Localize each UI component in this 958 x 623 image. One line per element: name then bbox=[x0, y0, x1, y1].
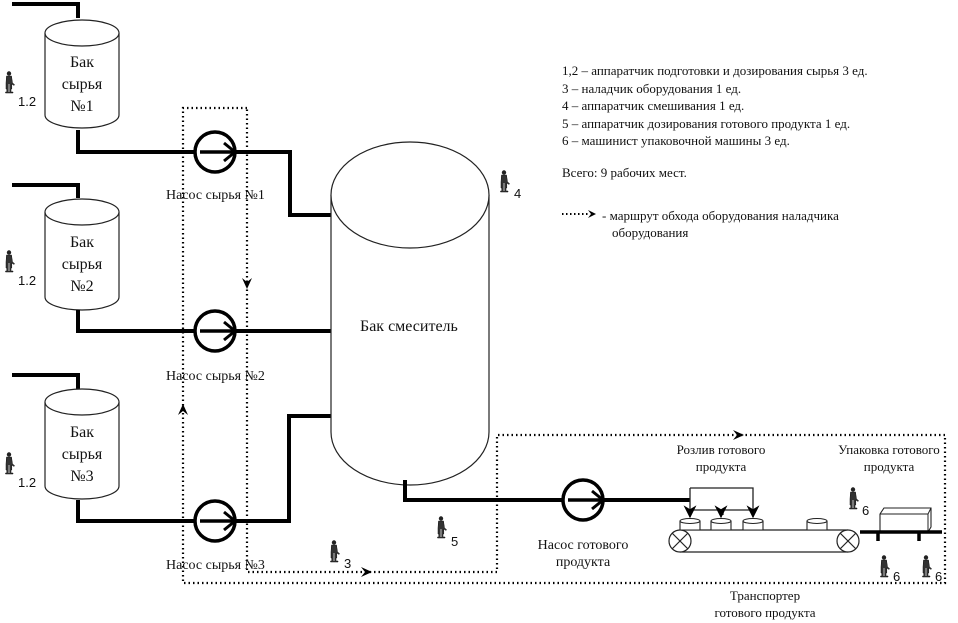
raw-tank-3-label: Бак сырья №3 bbox=[61, 424, 103, 485]
worker-icon-5 bbox=[437, 515, 447, 539]
pump-raw-2-label: Насос сырья №2 bbox=[166, 369, 265, 384]
product-containers bbox=[679, 517, 828, 531]
worker-icon-6c bbox=[922, 554, 932, 578]
worker-number-5: 5 bbox=[451, 534, 459, 549]
worker-icon-4 bbox=[500, 169, 510, 193]
route-legend-text: - маршрут обхода оборудования наладчика bbox=[602, 208, 839, 223]
worker-icon-6b bbox=[880, 554, 890, 578]
pump-raw-3-label: Насос сырья №3 bbox=[166, 558, 265, 573]
worker-number-1-2-a: 1.2 bbox=[18, 94, 37, 109]
worker-icon-3 bbox=[330, 539, 340, 563]
worker-icon-1-2-tank3 bbox=[5, 451, 15, 475]
worker-number-4: 4 bbox=[514, 186, 522, 201]
pump-raw-3 bbox=[193, 499, 238, 543]
worker-number-6c: 6 bbox=[935, 569, 943, 584]
legend-item: 5 – аппаратчик дозирования готового прод… bbox=[562, 115, 851, 131]
packing-label: Упаковка готового продукта bbox=[838, 442, 940, 474]
conveyor-label: Транспортер готового продукта bbox=[714, 588, 816, 620]
worker-number-1-2-c: 1.2 bbox=[18, 475, 37, 490]
raw-tank-1 bbox=[44, 19, 120, 129]
worker-number-3: 3 bbox=[344, 556, 352, 571]
raw-tank-2 bbox=[44, 198, 120, 311]
raw-tank-2-label: Бак сырья №2 bbox=[61, 234, 103, 295]
product-pipe bbox=[403, 480, 690, 502]
legend-total: Всего: 9 рабочих мест. bbox=[562, 164, 687, 180]
route-arrow-right-bottom bbox=[361, 567, 372, 577]
conveyor-roller-left bbox=[668, 529, 692, 553]
legend-item: 6 – машинист упаковочной машины 3 ед. bbox=[562, 133, 790, 148]
filling-manifold bbox=[683, 487, 760, 519]
pump-raw-1-label: Насос сырья №1 bbox=[166, 188, 265, 203]
inlet-pipes bbox=[12, 2, 80, 389]
pump-raw-1 bbox=[193, 130, 238, 174]
packing-machine bbox=[860, 507, 942, 541]
worker-number-6b: 6 bbox=[893, 569, 901, 584]
worker-icon-6a bbox=[849, 486, 859, 510]
filling-label: Розлив готового продукта bbox=[676, 442, 766, 474]
legend-item: 4 – аппаратчик смешивания 1 ед. bbox=[562, 98, 745, 113]
conveyor bbox=[668, 529, 860, 553]
operator-route bbox=[181, 106, 947, 585]
conveyor-roller-right bbox=[836, 529, 860, 553]
route-arrow-right-top bbox=[733, 430, 744, 440]
worker-number-6a: 6 bbox=[862, 503, 870, 518]
pump-product bbox=[561, 478, 606, 522]
pump-product-label: Насос готового продукта bbox=[537, 538, 629, 570]
legend: 1,2 – аппаратчик подготовки и дозировани… bbox=[562, 62, 868, 181]
mixer-tank bbox=[330, 141, 490, 486]
raw-tank-3 bbox=[44, 388, 120, 500]
mixer-label: Бак смеситель bbox=[360, 318, 458, 335]
legend-route-sample bbox=[562, 210, 596, 218]
route-arrow-up bbox=[178, 404, 188, 415]
pump-raw-2 bbox=[193, 309, 238, 353]
worker-number-1-2-b: 1.2 bbox=[18, 273, 37, 288]
route-arrow-down bbox=[242, 278, 252, 289]
route-legend-text-2: оборудования bbox=[612, 225, 689, 240]
raw-tank-1-label: Бак сырья №1 bbox=[61, 54, 103, 115]
worker-icon-1-2-tank1 bbox=[5, 70, 15, 94]
legend-item: 3 – наладчик оборудования 1 ед. bbox=[562, 80, 742, 96]
worker-icon-1-2-tank2 bbox=[5, 249, 15, 273]
legend-item: 1,2 – аппаратчик подготовки и дозировани… bbox=[562, 63, 868, 78]
route-arrows bbox=[178, 278, 744, 577]
